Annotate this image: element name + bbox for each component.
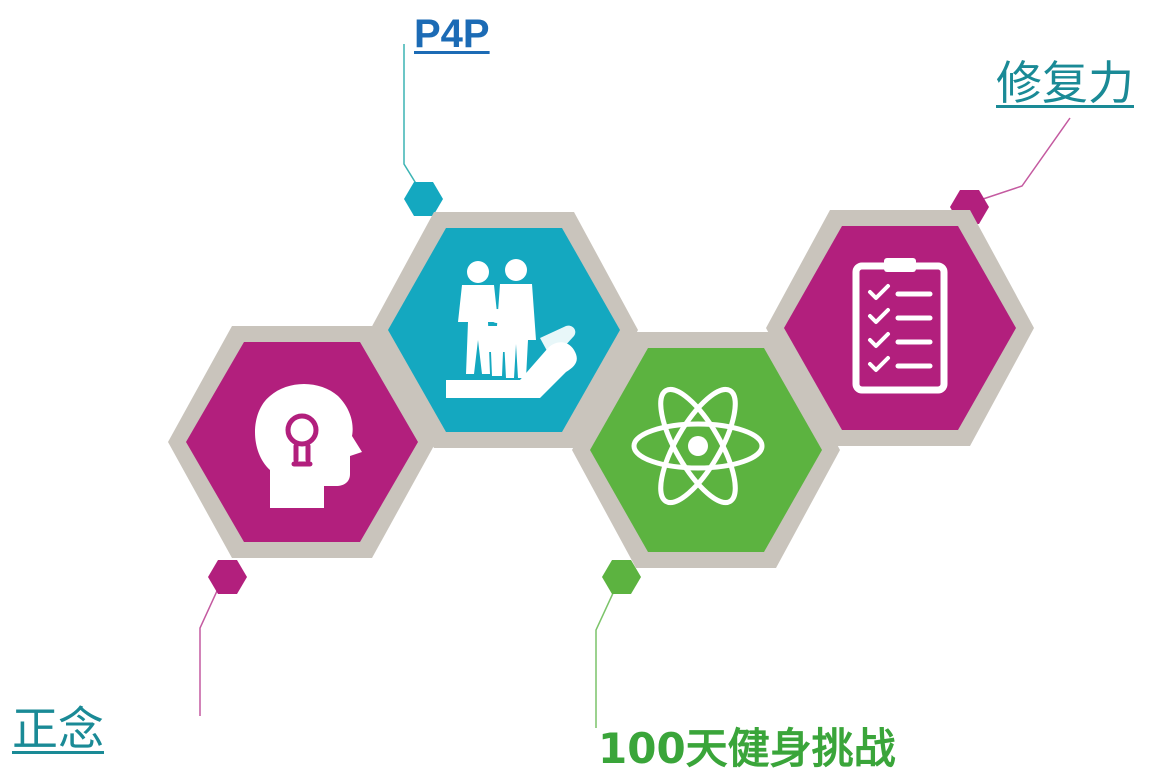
lightbulb-head-icon (255, 384, 362, 508)
connector-recovery (967, 117, 1071, 205)
family-icon (446, 259, 577, 398)
dot-fitness (602, 560, 641, 594)
checklist-clipboard-icon (852, 258, 948, 394)
dot-mindset (208, 560, 247, 594)
label-p4p[interactable]: P4P (414, 12, 490, 56)
hex-p4p (370, 212, 638, 448)
connector-p4p (403, 44, 421, 191)
hex-recovery (766, 210, 1034, 446)
connector-fitness (595, 577, 621, 728)
dot-p4p (404, 182, 443, 216)
hex-fitness (572, 332, 840, 568)
label-recovery[interactable]: 修复力 (996, 56, 1134, 110)
label-mindset[interactable]: 正念 (12, 702, 104, 756)
hex-mindset (168, 326, 436, 558)
connector-mindset (199, 579, 223, 716)
atom-icon (631, 386, 765, 506)
label-fitness: 100天健身挑战 (598, 724, 896, 773)
